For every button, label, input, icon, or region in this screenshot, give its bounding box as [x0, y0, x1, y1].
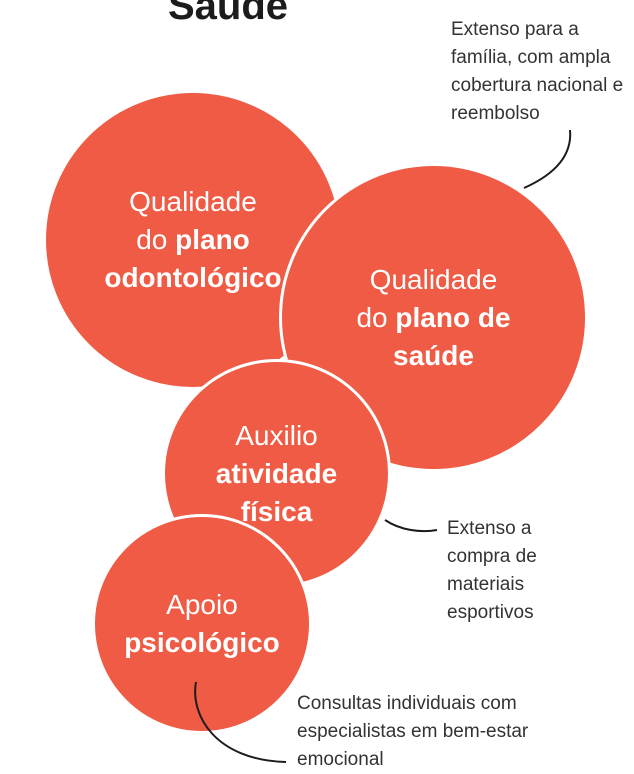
- label-bold: plano: [175, 224, 250, 255]
- label-bold: saúde: [393, 339, 474, 371]
- note-atividade-fisica: Extenso a compra de materiais esportivos: [447, 518, 537, 623]
- label-line: do: [136, 224, 176, 255]
- label-bold: atividade: [215, 457, 338, 489]
- circle-label: Apoio psicológico: [124, 586, 280, 662]
- label-bold: plano de: [395, 301, 511, 333]
- label-bold: física: [240, 495, 313, 527]
- circle-apoio-psicologico: Apoio psicológico: [92, 514, 312, 734]
- circle-label: Qualidade do plano odontológico: [104, 183, 281, 297]
- note-plano-de-saude: Extenso para a família, com ampla cobert…: [451, 19, 624, 124]
- circle-label: Auxilio atividade física: [216, 417, 337, 531]
- connector-apoio: [194, 681, 287, 763]
- label-bold: psicológico: [124, 627, 280, 658]
- note-apoio-psicologico: Consultas individuais com especialistas …: [297, 693, 529, 770]
- label-line: Auxilio: [235, 419, 318, 451]
- label-bold: odontológico: [104, 262, 282, 293]
- circle-plano-odontologico: Qualidade do plano odontológico: [43, 90, 343, 390]
- circle-label: Qualidade do plano de saúde: [356, 261, 510, 375]
- label-line: Qualidade: [129, 186, 257, 217]
- label-line: Qualidade: [369, 263, 498, 295]
- label-line: Apoio: [166, 589, 238, 620]
- connector-saude: [523, 129, 572, 189]
- connector-atividade: [384, 519, 438, 533]
- page-title: Saúde: [167, 0, 289, 28]
- label-line: do: [356, 301, 396, 333]
